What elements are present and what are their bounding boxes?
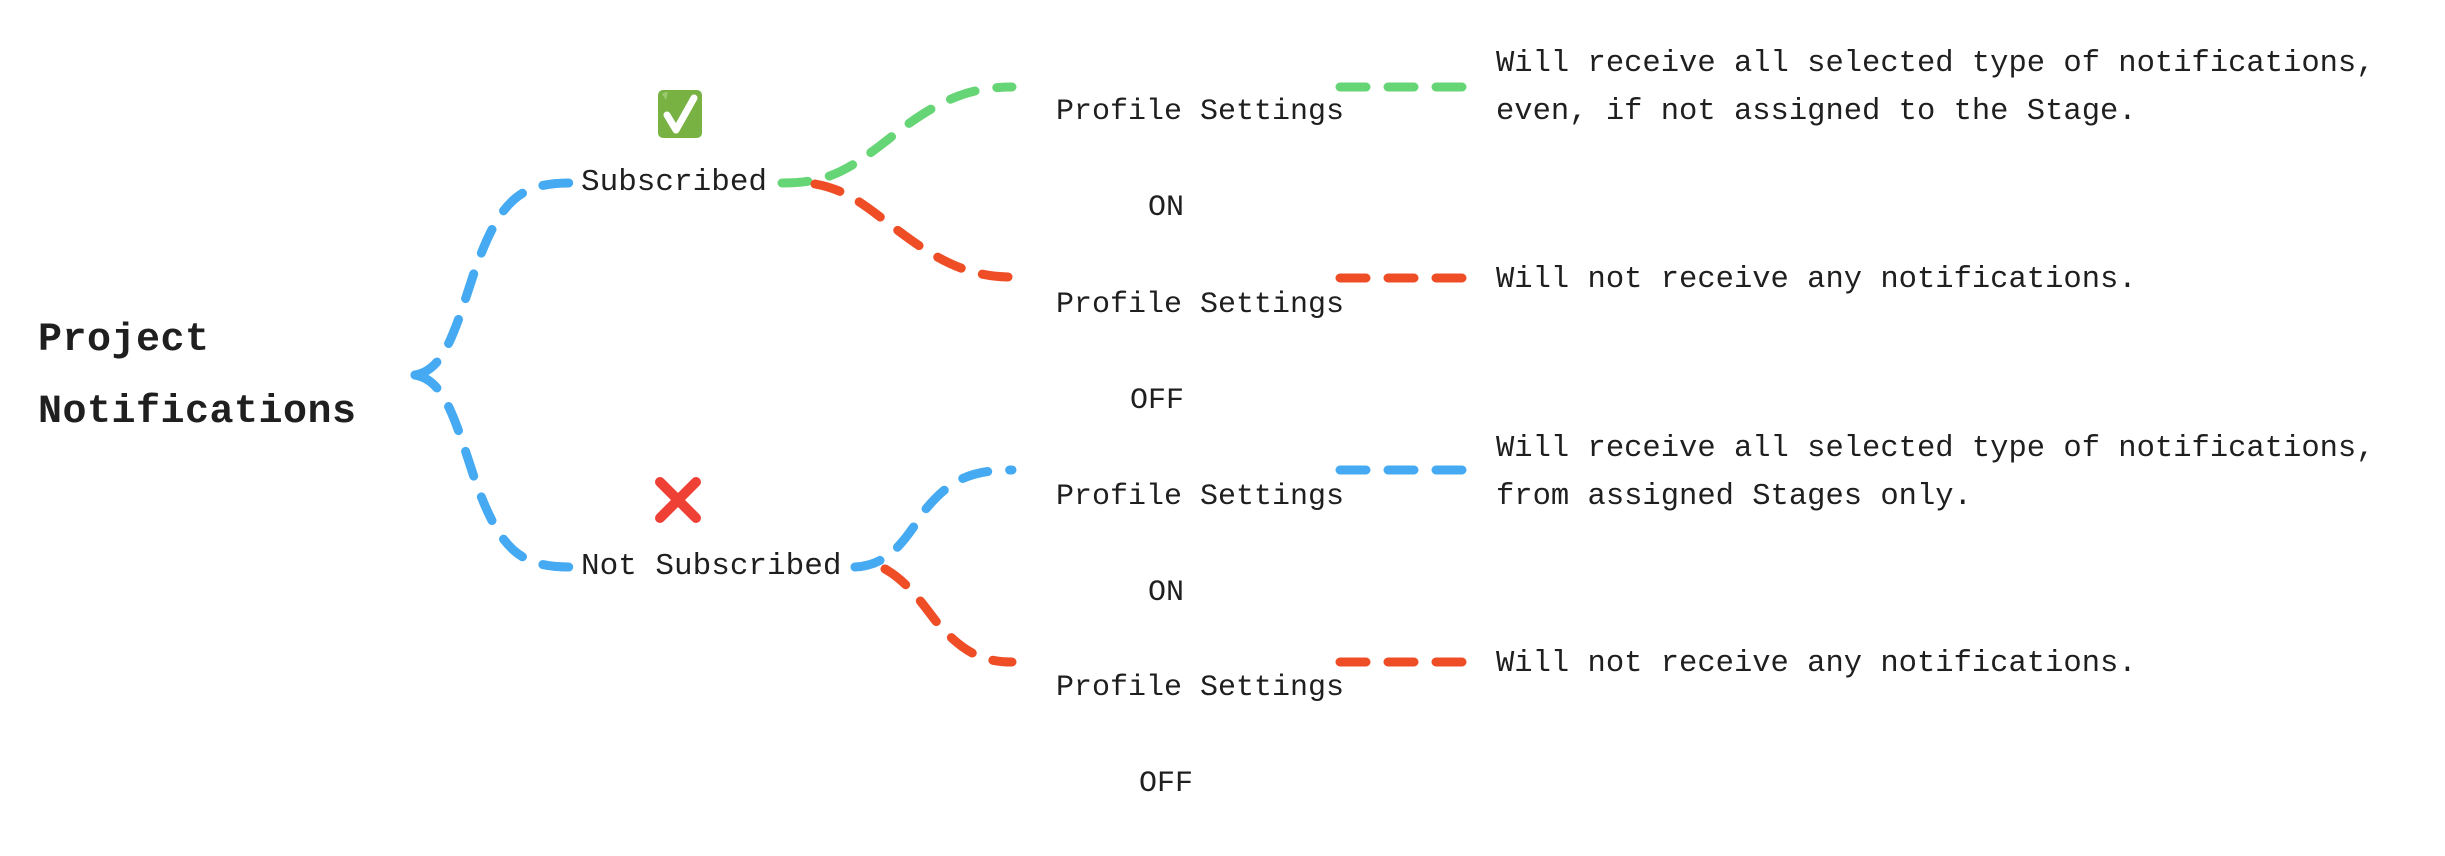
branch-subscribed: Subscribed [581, 165, 768, 200]
setting-state: OFF [1138, 767, 1193, 801]
root-node-project-notifications: Project Notifications [38, 305, 357, 449]
setting-not-subscribed-off: Profile Settings OFF [1020, 616, 1344, 856]
description-subscribed-on: Will receive all selected type of notifi… [1496, 40, 2375, 136]
connector-root-to-subscribed [410, 178, 575, 380]
setting-subscribed-on: Profile Settings ON [1020, 40, 1344, 280]
setting-label: Profile Settings [1056, 671, 1345, 705]
root-title-line2: Notifications [38, 390, 357, 435]
connector-root-to-not-subscribed [410, 370, 575, 572]
setting-label: Profile Settings [1056, 288, 1345, 322]
description-line1: Will not receive any notifications. [1496, 647, 2137, 681]
connector-not-subscribed-to-on [850, 465, 1017, 572]
description-line2: even, if not assigned to the Stage. [1496, 95, 2137, 129]
check-mark-button-icon [658, 90, 702, 138]
setting-label: Profile Settings [1056, 95, 1345, 129]
description-not-subscribed-on: Will receive all selected type of notifi… [1496, 425, 2375, 521]
connector-subscribed-to-on [777, 82, 1017, 188]
connector-not-subscribed-to-off [880, 564, 1017, 667]
mind-map-connectors [410, 82, 1479, 667]
setting-not-subscribed-on: Profile Settings ON [1020, 425, 1344, 665]
description-line2: from assigned Stages only. [1496, 480, 1972, 514]
setting-state: ON [1147, 191, 1184, 225]
setting-label: Profile Settings [1056, 480, 1345, 514]
root-title-line1: Project [38, 318, 210, 363]
description-line1: Will not receive any notifications. [1496, 263, 2137, 297]
setting-state: OFF [1129, 384, 1184, 418]
branch-not-subscribed: Not Subscribed [581, 549, 842, 584]
connector-subscribed-to-off [810, 179, 1017, 282]
description-subscribed-off: Will not receive any notifications. [1496, 256, 2137, 304]
description-line1: Will receive all selected type of notifi… [1496, 47, 2375, 81]
cross-mark-icon [655, 477, 701, 523]
description-not-subscribed-off: Will not receive any notifications. [1496, 640, 2137, 688]
setting-subscribed-off: Profile Settings OFF [1020, 233, 1344, 473]
setting-state: ON [1147, 576, 1184, 610]
description-line1: Will receive all selected type of notifi… [1496, 432, 2375, 466]
